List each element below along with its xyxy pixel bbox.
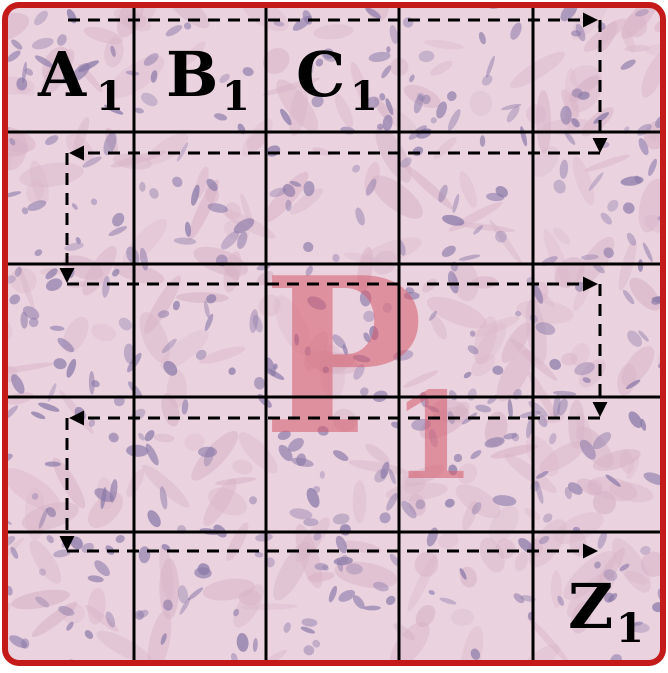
patch-watermark: P 1	[262, 230, 476, 507]
patch-watermark-sub: 1	[392, 366, 476, 507]
tile-label-z1-sub: 1	[616, 605, 644, 652]
tile-label-c1-sub: 1	[350, 73, 378, 120]
tile-grid	[6, 6, 662, 662]
tile-labels: A 1 B 1 C 1 Z 1	[37, 38, 644, 652]
tile-label-a1-main: A	[37, 38, 87, 111]
tile-label-b1-main: B	[166, 38, 218, 111]
tile-label-b1-sub: 1	[222, 73, 250, 120]
scan-path	[59, 12, 608, 559]
tile-label-a1-sub: 1	[96, 73, 124, 120]
tile-label-c1-main: C	[296, 38, 345, 111]
tile-label-z1-main: Z	[568, 570, 613, 643]
patch-watermark-main: P	[262, 230, 424, 483]
